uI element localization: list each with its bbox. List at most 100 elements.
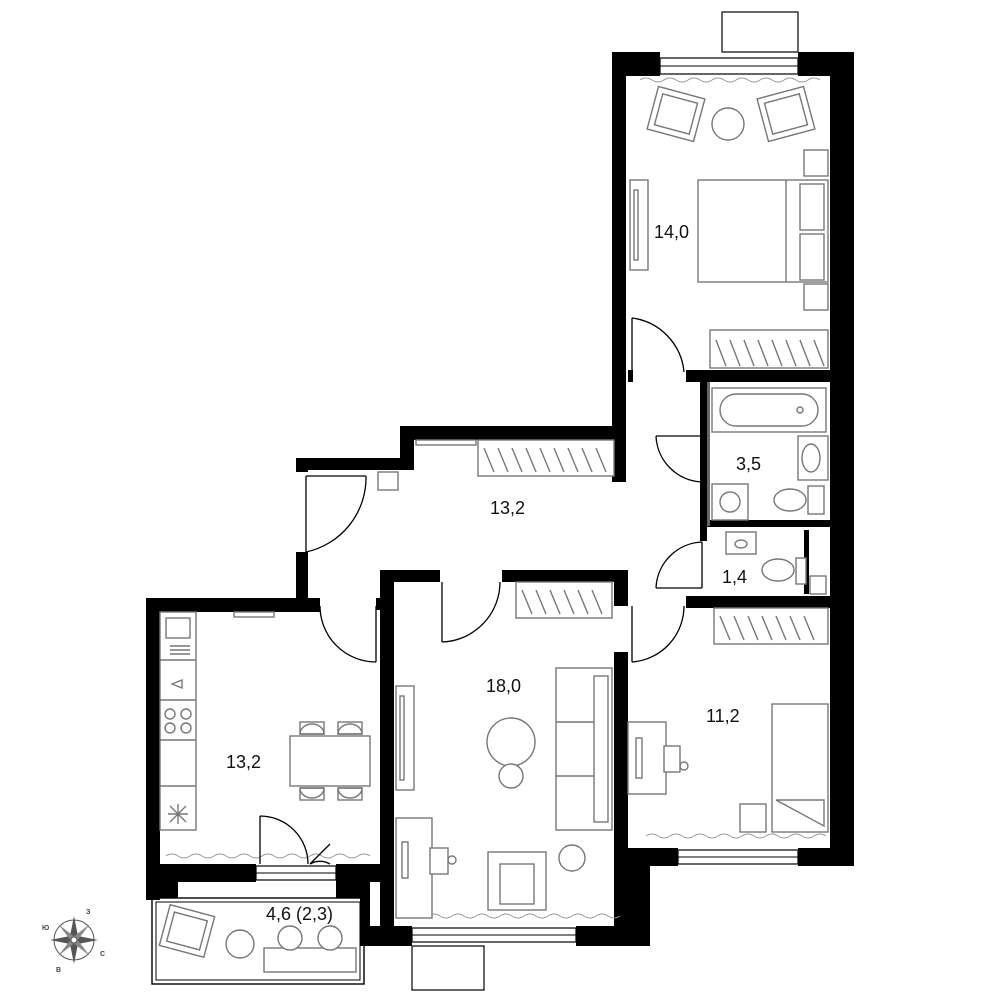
compass-letter-south: В — [56, 967, 61, 974]
wall — [360, 926, 412, 946]
door-bedroom — [631, 317, 685, 380]
curtain — [639, 77, 821, 83]
sink-icon — [725, 531, 757, 555]
area-label-bedroom-master: 14,0 — [654, 222, 689, 242]
side-table-icon — [225, 929, 255, 959]
windows — [151, 11, 799, 991]
toilet-icon — [773, 485, 825, 515]
wall — [798, 848, 854, 866]
wall — [686, 596, 832, 608]
door-entrance — [305, 475, 367, 553]
balcony-bench-icon — [263, 925, 357, 973]
door-balcony — [259, 815, 309, 865]
area-label-kitchen: 13,2 — [226, 752, 261, 772]
compass-letter-east: С — [100, 951, 105, 958]
side-table-icon — [558, 844, 586, 872]
wardrobe-icon — [713, 607, 829, 645]
tv-icon — [395, 685, 415, 791]
wall — [336, 864, 392, 882]
side-table-icon — [711, 107, 745, 141]
wardrobe-icon — [515, 581, 613, 619]
door-balcony-leaf — [309, 843, 331, 865]
pouf-icon — [498, 763, 524, 789]
wall — [614, 570, 628, 606]
armchair-icon — [646, 85, 706, 143]
doors — [259, 317, 703, 865]
compass-icon: З Ю С В — [42, 909, 105, 974]
wall — [628, 848, 650, 946]
armchair-icon — [158, 903, 216, 959]
area-label-living-room: 18,0 — [486, 676, 521, 696]
desk-icon — [395, 817, 457, 919]
balcony-glazing — [155, 901, 361, 981]
wall — [146, 864, 256, 882]
wall — [296, 552, 308, 606]
room-labels: 14,0 3,5 13,2 1,4 18,0 11,2 13,2 4,6 (2,… — [226, 222, 761, 924]
curtain — [645, 833, 827, 839]
wall — [612, 52, 626, 482]
wall — [686, 370, 832, 382]
wall — [146, 598, 320, 612]
wall — [700, 527, 707, 541]
bench-icon — [377, 471, 399, 491]
stove-icon — [164, 708, 192, 734]
wall — [576, 926, 628, 946]
area-label-bedroom-small: 11,2 — [706, 706, 740, 726]
compass-letter-west: Ю — [42, 925, 49, 932]
curtain — [165, 853, 371, 859]
furniture — [158, 85, 829, 973]
wall — [502, 570, 628, 582]
wall — [400, 426, 626, 440]
compass-letter-north: З — [86, 909, 91, 916]
door-kitchen — [319, 605, 377, 663]
dining-table-icon — [289, 721, 371, 801]
tv-icon — [629, 179, 649, 271]
door-bedroom-small — [631, 605, 685, 663]
nightstand-icon — [803, 283, 829, 311]
door-bathroom — [655, 435, 703, 483]
wall — [336, 882, 360, 898]
faucet-icon — [170, 678, 183, 690]
shelf-icon — [233, 611, 275, 618]
wall — [146, 598, 160, 900]
wall — [376, 598, 382, 610]
wall — [707, 382, 710, 526]
sink-icon — [165, 617, 191, 655]
cabinet-icon — [809, 575, 827, 595]
wall — [146, 882, 178, 898]
toilet-icon — [761, 557, 807, 585]
nightstand-icon — [739, 803, 767, 833]
washing-machine-icon — [711, 483, 749, 521]
fan-icon — [168, 804, 188, 824]
armchair-icon — [756, 85, 816, 143]
shelf-icon — [415, 439, 477, 446]
wall — [830, 52, 854, 866]
window-canopy — [411, 945, 485, 991]
sink-icon — [797, 435, 829, 481]
door-toilet — [655, 541, 703, 589]
sofa-icon — [555, 667, 613, 831]
armchair-icon — [487, 851, 547, 911]
nightstand-icon — [803, 149, 829, 177]
wall — [380, 570, 440, 582]
wall — [614, 652, 628, 946]
door-living — [441, 581, 501, 643]
wardrobe-icon — [477, 439, 615, 477]
kitchen-counter-icon — [159, 611, 197, 831]
wall — [700, 382, 707, 526]
wardrobe-icon — [709, 329, 829, 369]
desk-icon — [627, 721, 689, 795]
wall — [296, 458, 414, 470]
wall — [612, 52, 660, 76]
curtains — [165, 77, 827, 919]
wall — [296, 458, 308, 472]
area-label-balcony: 4,6 (2,3) — [266, 904, 333, 924]
wall — [700, 520, 830, 527]
area-label-bathroom: 3,5 — [736, 454, 761, 474]
curtain — [403, 913, 621, 919]
wall — [380, 570, 394, 946]
area-label-hallway: 13,2 — [490, 498, 525, 518]
window-canopy — [721, 11, 799, 53]
bathtub-icon — [711, 387, 827, 433]
